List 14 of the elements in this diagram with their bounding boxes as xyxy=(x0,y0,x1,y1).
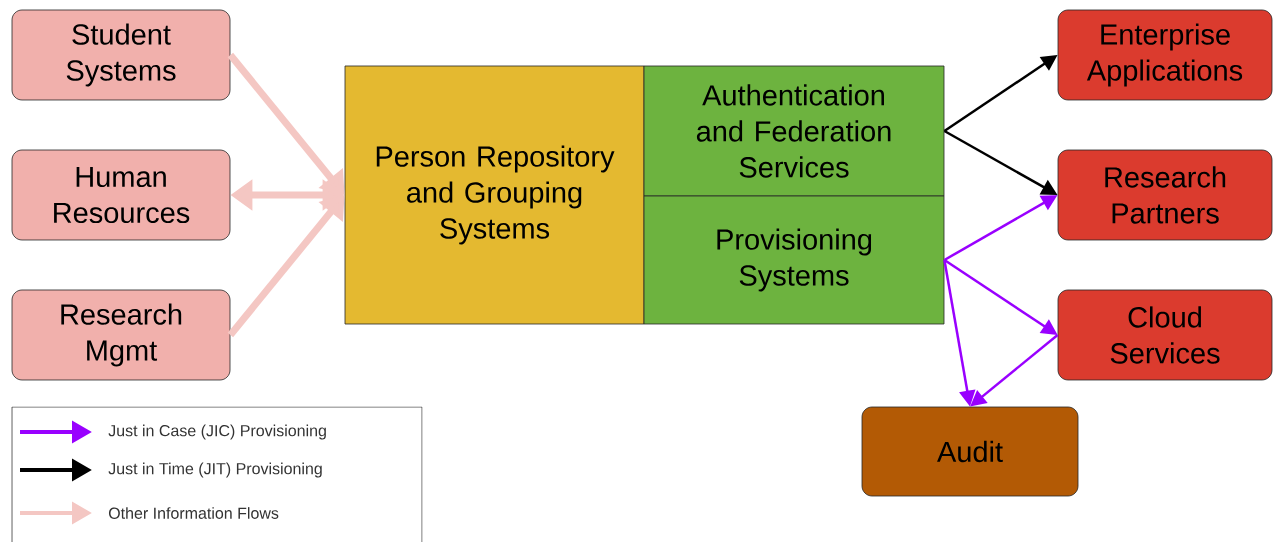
target-box: Cloud Services xyxy=(1057,289,1273,381)
service-box: Provisioning Systems xyxy=(643,195,945,325)
service-box: Authentication and Federation Services xyxy=(643,65,945,197)
source-box: Research Mgmt xyxy=(11,289,231,381)
legend-label: Just in Time (JIT) Provisioning xyxy=(108,462,322,478)
target-box: Research Partners xyxy=(1057,149,1273,241)
legend-label: Just in Case (JIC) Provisioning xyxy=(108,424,326,440)
source-box: Student Systems xyxy=(11,9,231,101)
legend-label: Other Information Flows xyxy=(108,507,279,519)
audit-box: Audit xyxy=(861,406,1079,497)
source-box: Human Resources xyxy=(11,149,231,241)
repository-box: Person Repository and Grouping Systems xyxy=(344,65,645,325)
arrow xyxy=(970,334,1059,407)
target-box: Enterprise Applications xyxy=(1057,9,1273,101)
